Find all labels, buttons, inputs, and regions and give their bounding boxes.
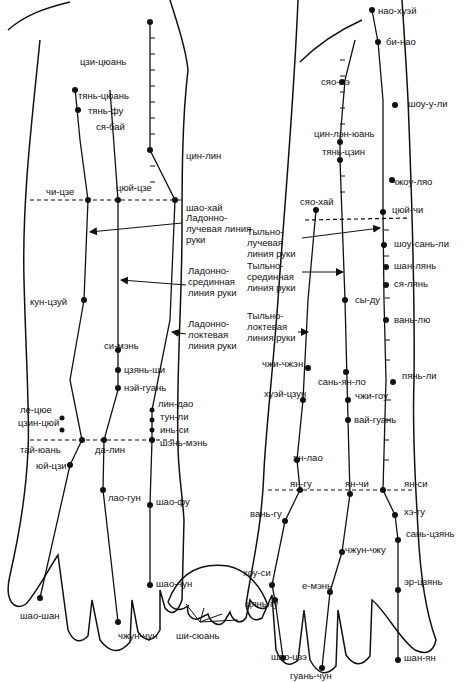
line-label: Ладонно-лучевая линия руки	[186, 212, 256, 245]
point-label: лин-дао	[158, 398, 193, 409]
point-label: тянь-цзин	[322, 146, 365, 157]
point-label: вань-лю	[394, 314, 430, 325]
line-label: Ладонно-срединная линия руки	[188, 265, 244, 298]
point-label: нэй-гуань	[124, 382, 166, 393]
point-label: цин-лэн-юань	[314, 128, 375, 139]
point-label: тянь-фу	[88, 105, 123, 116]
point-label: вай-гуань	[354, 414, 396, 425]
point-label: шэнь-мэнь	[160, 437, 207, 448]
point-label: чи-цзе	[46, 186, 74, 197]
point-label: шоу-сань-ли	[394, 238, 449, 249]
point-label: пянь-ли	[402, 370, 437, 381]
point-label: ши-сюань	[176, 630, 219, 641]
point-label: хоу-си	[243, 567, 271, 578]
point-label: шан-ян	[404, 652, 436, 663]
point-label: ян-чи	[345, 478, 369, 489]
point-label: сы-ду	[355, 294, 380, 305]
point-label: ян-си	[404, 478, 428, 489]
point-label: чжун-чжу	[345, 544, 386, 555]
point-dots	[37, 7, 401, 671]
joint-lines	[30, 200, 412, 490]
point-label: да-лин	[95, 444, 125, 455]
point-label: би-нао	[386, 36, 416, 47]
line-label: Тыльно-локтевая линия руки	[247, 310, 299, 343]
point-label: шан-лянь	[394, 260, 436, 271]
leader-arrows	[90, 223, 380, 334]
arm-outline	[8, 0, 436, 673]
point-label: шао-хай	[186, 202, 223, 213]
point-label: эр-цзянь	[404, 576, 442, 587]
point-label: чжун-чун	[118, 630, 158, 641]
point-label: ян-гу	[290, 478, 312, 489]
point-label: инь-си	[160, 424, 189, 435]
point-label: сяо-лэ	[321, 76, 350, 87]
point-label: сяо-хай	[300, 196, 334, 207]
point-label: цюй-цзе	[116, 182, 152, 193]
point-label: чжоу-ляо	[392, 176, 432, 187]
line-label: Тыльно-лучевая линия руки	[247, 226, 303, 259]
point-label: вань-гу	[250, 508, 282, 519]
meridian-lines	[40, 10, 398, 668]
point-label: цянь-гу	[246, 598, 278, 609]
point-label: цзин-цюй	[18, 417, 59, 428]
point-label: шао-цзэ	[271, 651, 307, 662]
point-label: тай-юань	[20, 444, 61, 455]
point-label: сань-ян-ло	[318, 376, 366, 387]
point-label: сань-цзянь	[406, 528, 454, 539]
point-label: цюй-чи	[392, 204, 423, 215]
point-label: шао-фу	[156, 496, 190, 507]
point-label: цзянь-ши	[124, 364, 165, 375]
point-label: хэ-гу	[404, 506, 425, 517]
point-label: цзи-цюань	[80, 56, 126, 67]
point-label: тянь-цюань	[78, 90, 129, 101]
point-label: шоу-у-ли	[408, 98, 447, 109]
point-label: цин-лин	[186, 150, 221, 161]
point-label: лао-гун	[108, 492, 141, 503]
point-label: хуэй-цзун	[264, 388, 306, 399]
scale-ticks	[150, 38, 391, 622]
point-label: чжи-чжэн	[262, 358, 303, 369]
point-label: си-мэнь	[104, 340, 139, 351]
line-label: Тыльно-срединная линия руки	[247, 260, 303, 293]
line-label: Ладонно-локтевая линия руки	[188, 318, 244, 351]
point-label: ся-бай	[96, 121, 125, 132]
point-label: гуань-чун	[290, 670, 332, 681]
point-label: ся-лянь	[394, 278, 428, 289]
point-label: юй-цзи	[36, 460, 67, 471]
point-label: кун-цзуй	[30, 296, 67, 307]
point-label: ян-лао	[293, 452, 323, 463]
point-label: шао-чун	[156, 578, 192, 589]
point-label: тун-ли	[160, 411, 188, 422]
point-label: е-мэнь	[302, 580, 332, 591]
point-label: нао-хуэй	[378, 5, 417, 16]
point-label: шао-шан	[20, 610, 60, 621]
point-label: чжи-гоу	[355, 390, 388, 401]
point-label: ле-цюе	[20, 404, 52, 415]
